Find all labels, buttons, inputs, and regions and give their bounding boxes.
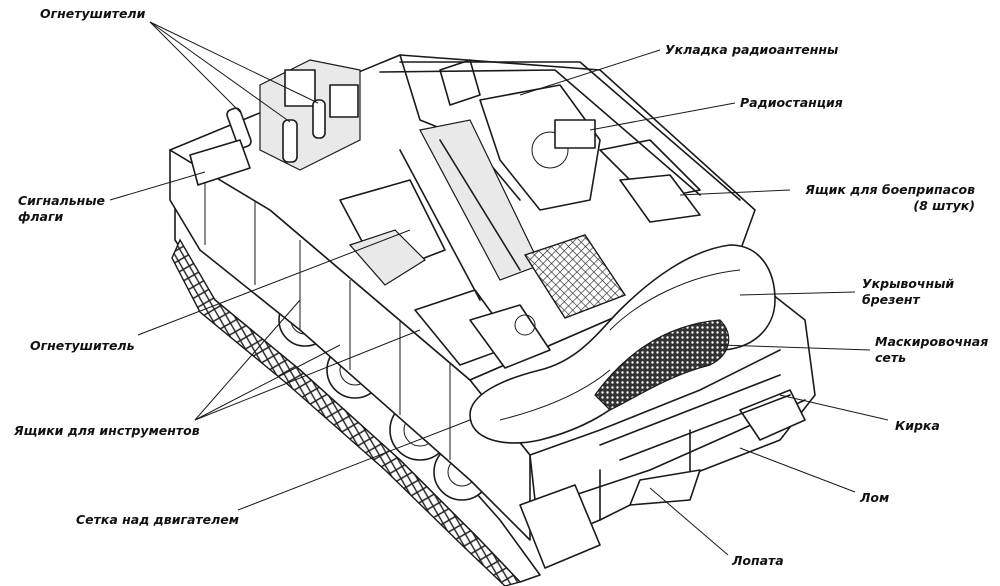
label-signal-flags-line2: флаги [18, 209, 64, 224]
label-toolboxes: Ящики для инструментов [14, 423, 200, 438]
label-pickaxe: Кирка [895, 418, 940, 433]
label-camo-net: Маскировочная сеть [875, 334, 988, 366]
pickaxe-handle [599, 374, 781, 446]
label-shovel: Лопата [732, 553, 784, 568]
label-signal-flags: Сигнальные флаги [18, 193, 105, 225]
label-tarpaulin-line2: брезент [862, 292, 920, 307]
label-ammo-box: Ящик для боеприпасов (8 штук) [795, 182, 975, 214]
label-camo-net-line2: сеть [875, 350, 907, 365]
label-extinguisher: Огнетушитель [30, 338, 135, 353]
engine-grille-mesh [523, 234, 627, 319]
label-extinguishers: Огнетушители [40, 6, 146, 21]
label-tarpaulin-line1: Укрывочный [862, 276, 955, 291]
label-tarpaulin: Укрывочный брезент [862, 276, 954, 308]
label-signal-flags-line1: Сигнальные [18, 193, 106, 208]
crowbar-bar [619, 394, 791, 461]
shovel-blade [629, 469, 701, 506]
label-radio: Радиостанция [740, 95, 843, 110]
label-ammo-box-line2: (8 штук) [913, 198, 975, 213]
label-antenna-stowage: Укладка радиоантенны [665, 42, 839, 57]
tarpaulin [469, 244, 776, 444]
leader-lines [109, 21, 889, 556]
label-ammo-box-line1: Ящик для боеприпасов [805, 182, 975, 197]
label-camo-net-line1: Маскировочная [875, 334, 989, 349]
label-crowbar: Лом [860, 490, 890, 505]
camouflage-net [594, 319, 730, 411]
label-engine-grille: Сетка над двигателем [76, 512, 239, 527]
